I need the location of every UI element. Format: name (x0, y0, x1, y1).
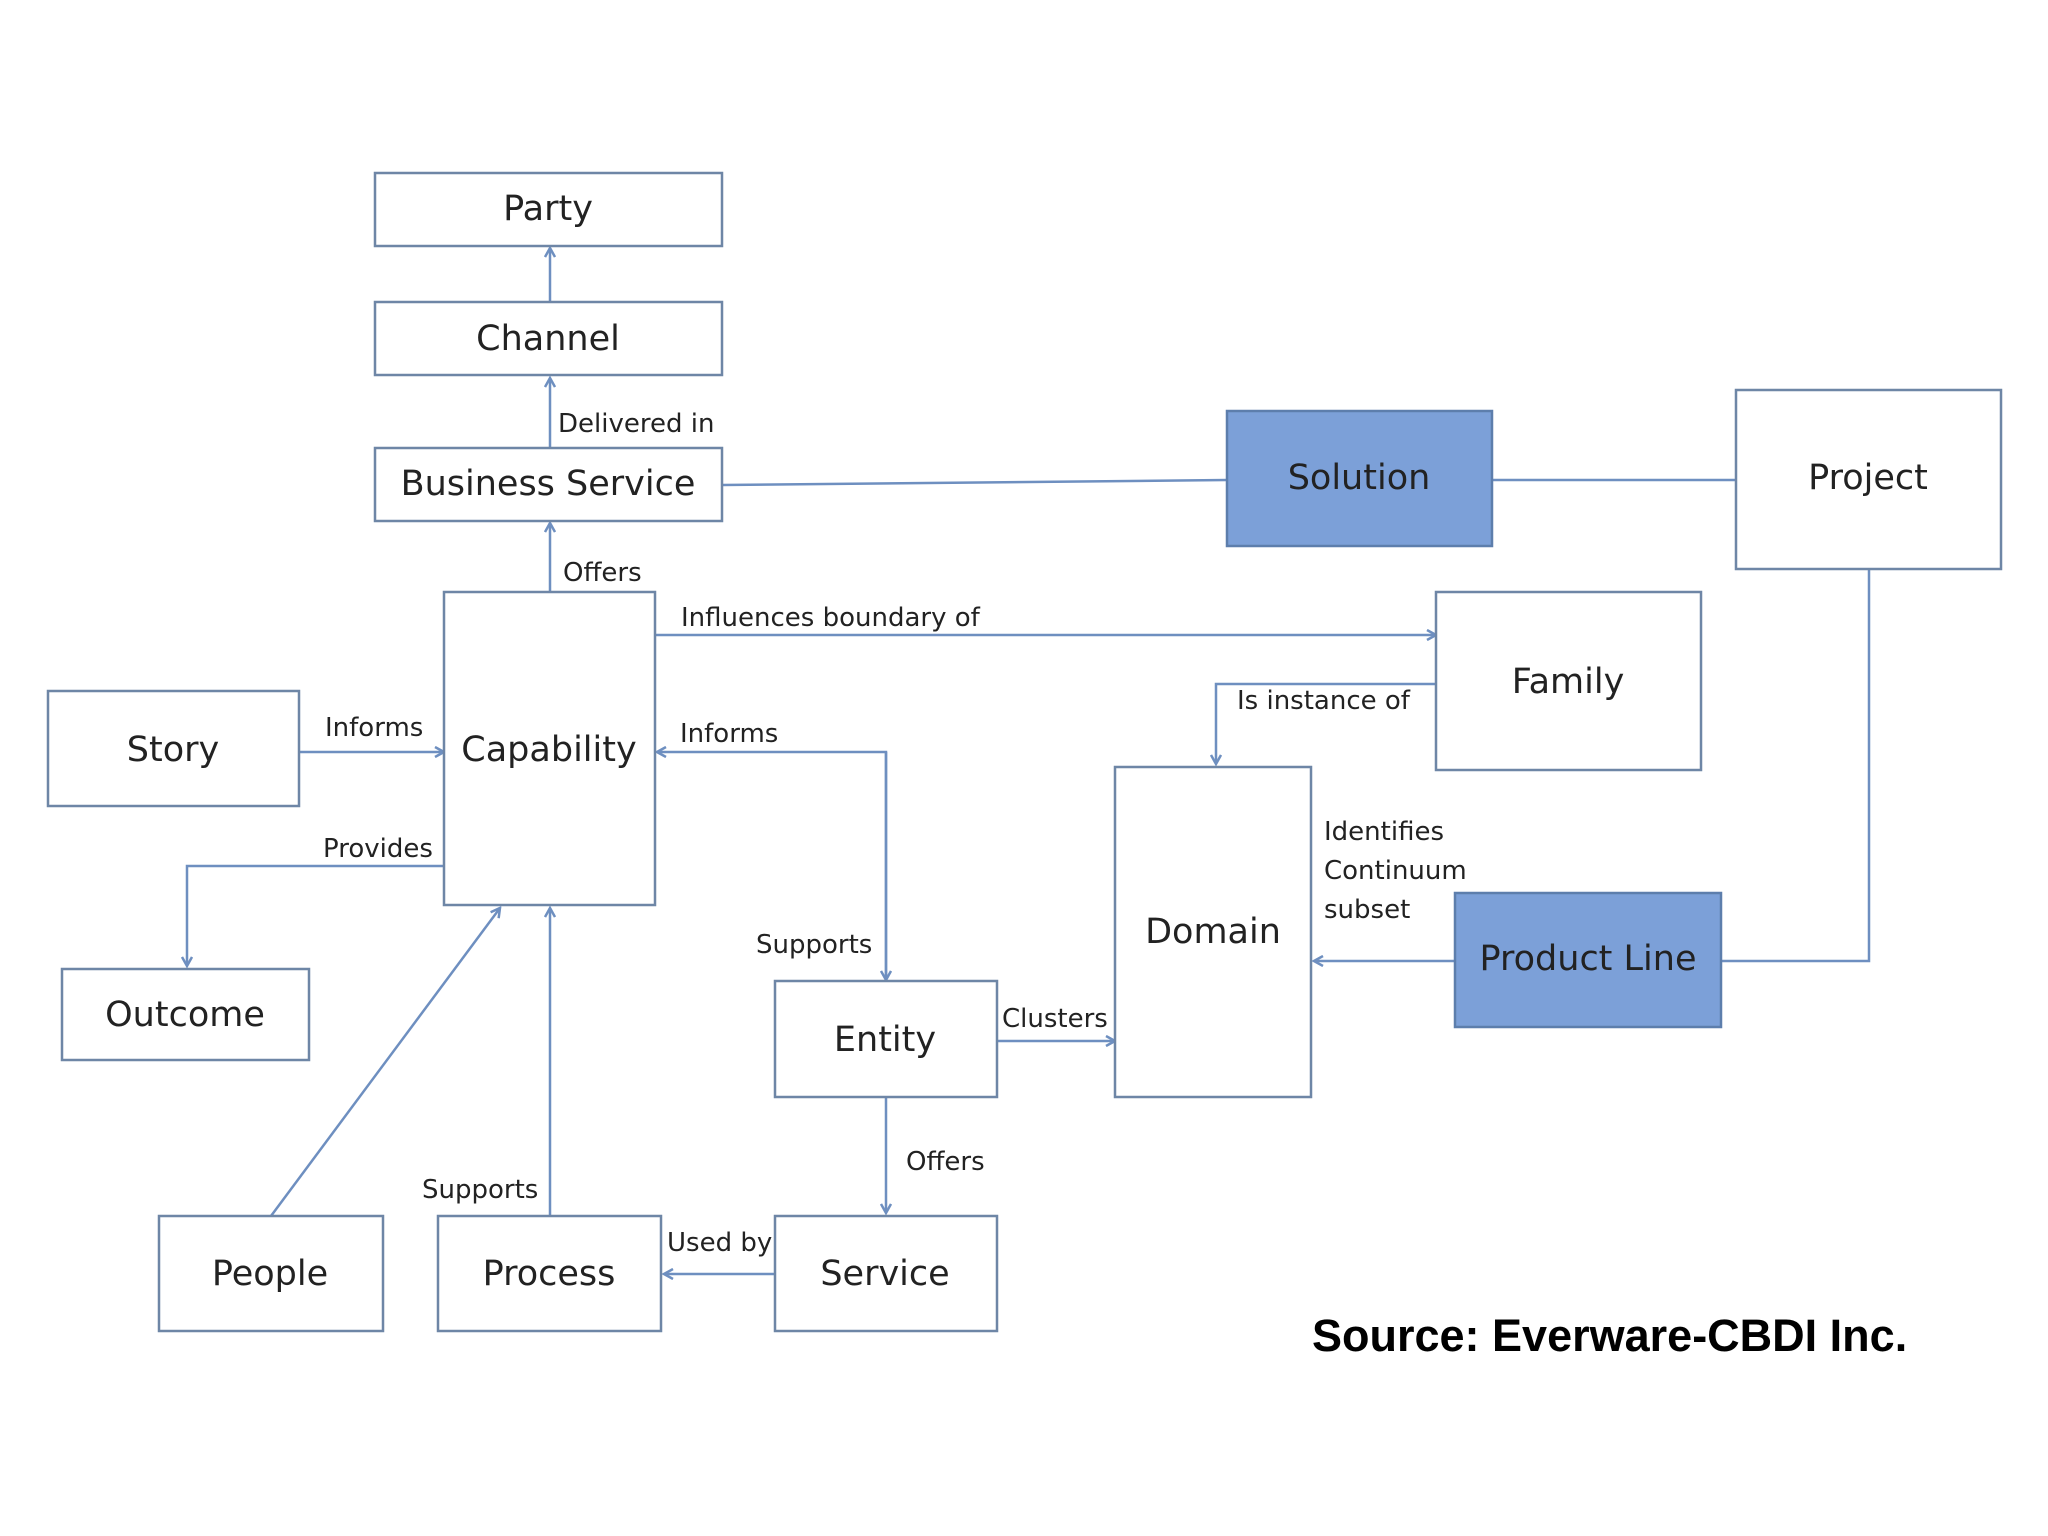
node-label-domain: Domain (1145, 912, 1281, 952)
connectors (187, 248, 1871, 1274)
node-label-story: Story (127, 730, 219, 770)
node-label-process: Process (483, 1254, 616, 1294)
node-family: Family (1434, 590, 1703, 772)
node-story: Story (46, 689, 301, 808)
edge-label-informs-entity: Informs (680, 719, 778, 749)
edge-people-to-capability (269, 908, 500, 1217)
edge-label-informs-story: Informs (325, 713, 423, 743)
node-entity: Entity (773, 979, 999, 1099)
node-service: Service (773, 1214, 999, 1333)
node-solution: Solution (1225, 409, 1494, 548)
source-caption: Source: Everware-CBDI Inc. (1312, 1310, 1908, 1361)
edge-label-delivered-in: Delivered in (558, 409, 714, 439)
node-people: People (157, 1214, 385, 1333)
edge-label-offers-service: Offers (906, 1147, 985, 1177)
edge-family-to-domain (1216, 682, 1436, 764)
node-outcome: Outcome (60, 967, 311, 1062)
node-label-project: Project (1808, 458, 1928, 498)
edge-labels: Delivered in Offers Influences boundary … (323, 409, 1467, 1258)
node-label-capability: Capability (461, 730, 636, 770)
edge-label-identifies-1: Identifies (1324, 817, 1444, 847)
node-label-entity: Entity (834, 1020, 936, 1060)
edge-label-is-instance-of: Is instance of (1237, 686, 1411, 716)
node-label-solution: Solution (1288, 458, 1431, 498)
node-business-service: Business Service (373, 446, 724, 523)
node-label-family: Family (1512, 662, 1625, 702)
node-capability: Capability (442, 590, 657, 907)
edge-label-supports-process: Supports (422, 1175, 538, 1205)
edge-label-offers: Offers (563, 558, 642, 588)
edge-label-used-by: Used by (667, 1228, 772, 1258)
node-label-party: Party (503, 189, 593, 229)
node-channel: Channel (373, 300, 724, 377)
edge-label-provides: Provides (323, 834, 433, 864)
node-project: Project (1734, 388, 2003, 571)
node-label-people: People (212, 1254, 328, 1294)
edge-project-to-product-line (1721, 569, 1871, 963)
edge-label-identifies-2: Continuum (1324, 856, 1467, 886)
node-label-channel: Channel (476, 319, 620, 359)
node-domain: Domain (1113, 765, 1313, 1099)
nodes: Party Channel Business Service Solution … (46, 171, 2003, 1333)
edge-business-service-to-solution (721, 478, 1228, 487)
node-process: Process (436, 1214, 663, 1333)
edge-label-supports-entity: Supports (756, 930, 872, 960)
node-party: Party (373, 171, 724, 248)
node-label-business-service: Business Service (401, 464, 696, 504)
edge-label-clusters: Clusters (1002, 1004, 1108, 1034)
edge-capability-to-outcome (187, 864, 444, 966)
node-label-product-line: Product Line (1480, 939, 1697, 979)
node-product-line: Product Line (1453, 891, 1723, 1029)
node-label-service: Service (820, 1254, 949, 1294)
edge-label-influences-boundary-of: Influences boundary of (681, 603, 981, 633)
edge-label-identifies-3: subset (1324, 895, 1410, 925)
node-label-outcome: Outcome (105, 995, 265, 1035)
